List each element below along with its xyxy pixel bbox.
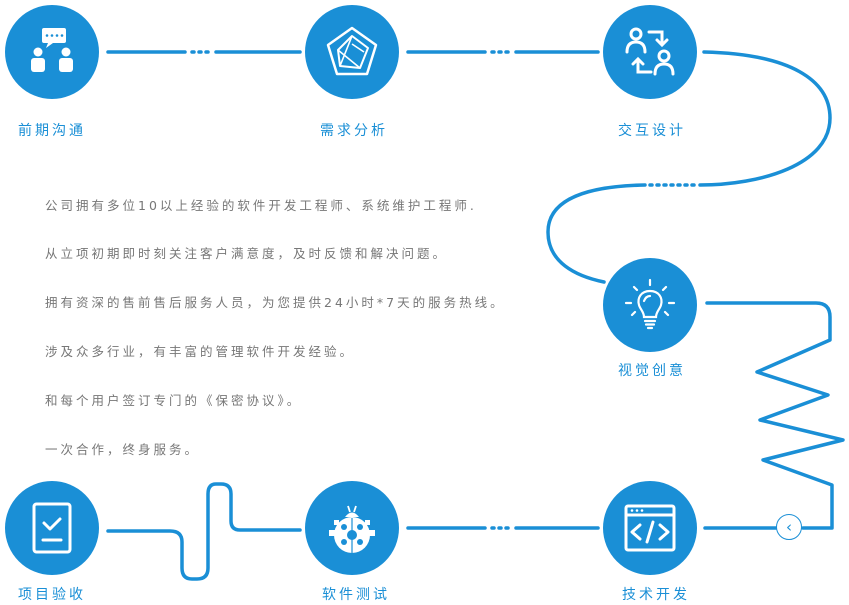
step-node-1 [5,5,99,99]
connector-6-7-wave [106,482,302,581]
step-label-3: 交互设计 [618,123,686,139]
step-label-5: 技术开发 [622,587,690,603]
description-line-1: 公司拥有多位10以上经验的软件开发工程师、系统维护工程师. [45,198,477,213]
step-label-2: 需求分析 [320,123,388,139]
discussion-icon [31,28,73,72]
description-line-6: 一次合作，终身服务。 [45,442,201,457]
description-line-3: 拥有资深的售前售后服务人员，为您提供24小时*7天的服务热线。 [45,295,506,310]
description-line-2: 从立项初期即时刻关注客户满意度，及时反馈和解决问题。 [45,246,449,261]
code-window-icon [624,504,676,552]
step-label-1: 前期沟通 [18,123,86,139]
description-line-5: 和每个用户签订专门的《保密协议》。 [45,393,303,408]
step-node-6 [305,481,399,575]
step-node-7 [5,481,99,575]
checklist-icon [32,502,72,554]
step-node-2 [305,5,399,99]
step-label-4: 视觉创意 [618,363,686,379]
ladybug-icon [329,505,375,553]
pentagon-analysis-icon [326,26,378,76]
back-chevron-button[interactable]: ‹ [776,514,802,540]
connector-3-4 [546,50,832,284]
description-line-4: 涉及众多行业，有丰富的管理软件开发经验。 [45,344,356,359]
step-node-4 [603,258,697,352]
step-node-5 [603,481,697,575]
user-exchange-icon [625,27,675,76]
connector-4-5-zigzag [703,301,845,530]
step-node-3 [603,5,697,99]
step-label-6: 软件测试 [322,587,390,603]
lightbulb-icon [624,278,676,330]
step-label-7: 项目验收 [18,587,86,603]
